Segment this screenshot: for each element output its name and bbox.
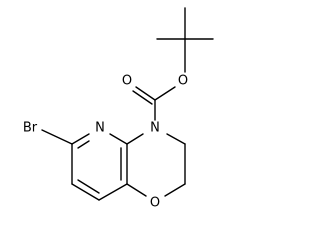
bond-pyridine-n-c6-inner bbox=[77, 140, 90, 149]
bond-carbonyl-double-1 bbox=[135, 86, 156, 101]
ring-nitrogen-atom-label: N bbox=[150, 121, 160, 136]
bond-ester-oxygen-carbonyl-carbon bbox=[154, 86, 176, 101]
bond-c7-c8 bbox=[71, 183, 100, 201]
ring-oxygen-atom-label: O bbox=[150, 196, 160, 211]
bond-ch2-ring-oxygen bbox=[164, 183, 186, 197]
ester-oxygen-atom-label: O bbox=[178, 74, 188, 89]
bond-pyridine-n-c6 bbox=[71, 133, 90, 145]
chemical-structure-diagram: Br N N O O O bbox=[23, 7, 214, 211]
bond-ring-oxygen-c8a bbox=[126, 183, 147, 197]
pyridine-nitrogen-atom-label: N bbox=[95, 121, 105, 136]
bromine-atom-label: Br bbox=[23, 121, 38, 136]
bond-n-c4a bbox=[126, 133, 144, 145]
tert-butyl-group bbox=[156, 7, 214, 73]
bond-n-ch2 bbox=[166, 133, 186, 145]
bond-c4a-pyridine-n bbox=[109, 133, 128, 145]
bond-c6-bromine bbox=[41, 129, 73, 145]
bond-c8-c8a bbox=[98, 183, 128, 201]
carbonyl-oxygen-atom-label: O bbox=[122, 74, 132, 89]
pyridine-ring bbox=[71, 133, 128, 201]
oxazine-ring bbox=[126, 133, 186, 197]
carbamate-group bbox=[132, 86, 176, 121]
bond-carbonyl-double-2 bbox=[132, 90, 153, 105]
bond-c7-c8-inner bbox=[77, 179, 100, 194]
